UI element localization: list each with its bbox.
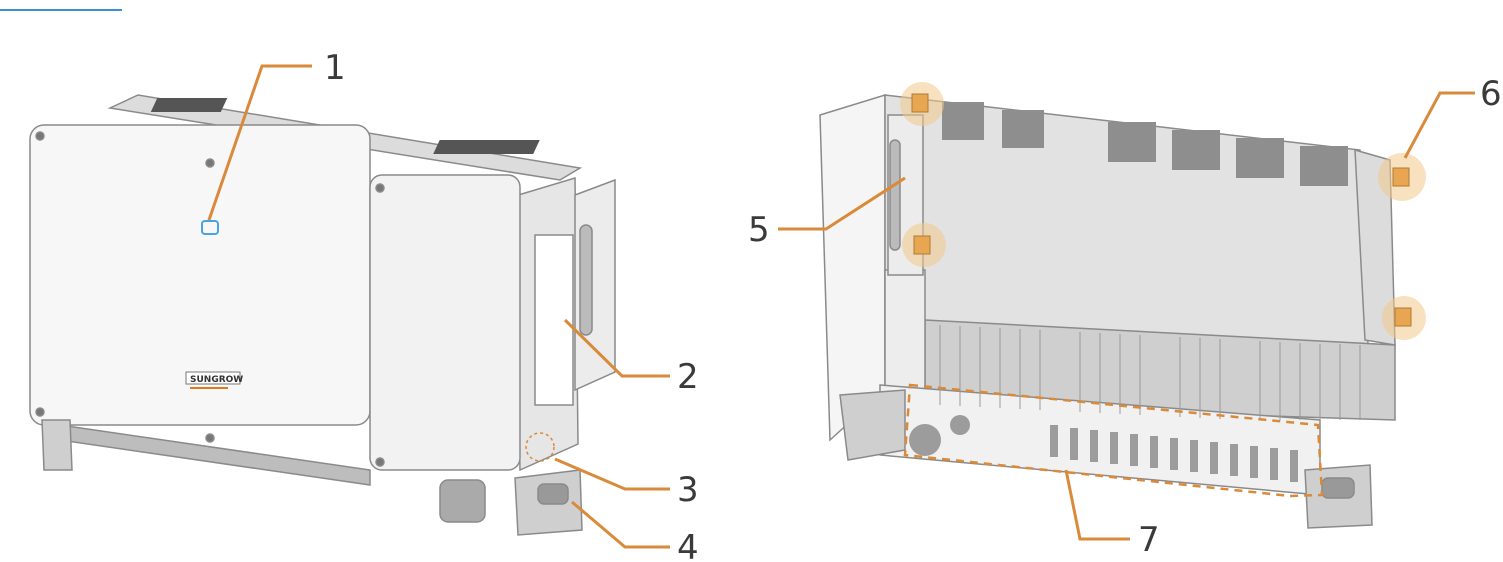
front-view: [29, 94, 616, 536]
back-bracket-slot: [889, 139, 901, 251]
callout-3: 3: [677, 470, 699, 510]
front-dotted-marker: [525, 432, 555, 462]
screw: [375, 457, 385, 467]
leader-1: [207, 64, 312, 221]
hanging-lug: [1392, 167, 1410, 187]
led-indicator: [201, 220, 219, 235]
screw: [205, 158, 215, 168]
leader-3: [554, 457, 670, 491]
vent: [1236, 138, 1284, 178]
front-cable-gland: [439, 479, 486, 523]
vent: [1172, 130, 1220, 170]
callout-4: 4: [677, 528, 699, 562]
leader-5: [778, 176, 906, 231]
callout-6: 6: [1480, 74, 1502, 114]
vent: [1108, 122, 1156, 162]
vent: [1002, 110, 1044, 148]
sungrow-logo: SUNGROW: [190, 375, 243, 385]
callout-7: 7: [1138, 520, 1160, 560]
back-lower-frame: [884, 269, 926, 391]
back-vents: [942, 102, 1348, 186]
leader-2: [563, 318, 670, 378]
leader-lines: [207, 64, 1475, 549]
front-top-vent-right: [433, 140, 540, 154]
screw: [35, 131, 45, 141]
front-foot-handle: [537, 483, 569, 505]
back-foot-handle: [1321, 477, 1355, 499]
back-foot-left: [839, 389, 906, 461]
leader-6: [1403, 91, 1475, 159]
front-side-label: [534, 234, 574, 406]
back-side-wall: [819, 93, 886, 442]
screw: [205, 433, 215, 443]
back-dc-connectors: [909, 415, 1298, 482]
callout-5: 5: [748, 210, 770, 250]
front-foot-left: [41, 419, 73, 471]
hanging-lug: [911, 93, 929, 113]
callout-2: 2: [677, 357, 699, 397]
vent: [942, 102, 984, 140]
screw: [35, 407, 45, 417]
callout-1: 1: [324, 48, 346, 88]
screw: [375, 183, 385, 193]
vent: [1300, 146, 1348, 186]
front-top-vent-left: [150, 98, 228, 112]
sungrow-logo-plate: [185, 371, 241, 385]
leader-7: [1064, 469, 1130, 541]
front-bracket-slot: [579, 224, 593, 336]
hanging-points: [911, 93, 1412, 327]
hanging-lug: [913, 235, 931, 255]
connector-area-outline: [903, 383, 1324, 498]
front-bottom-connectors: [59, 424, 371, 486]
leader-4: [571, 500, 670, 549]
back-right-bracket: [1354, 148, 1396, 346]
hanging-lug: [1394, 307, 1412, 327]
front-right-door: [369, 174, 521, 471]
